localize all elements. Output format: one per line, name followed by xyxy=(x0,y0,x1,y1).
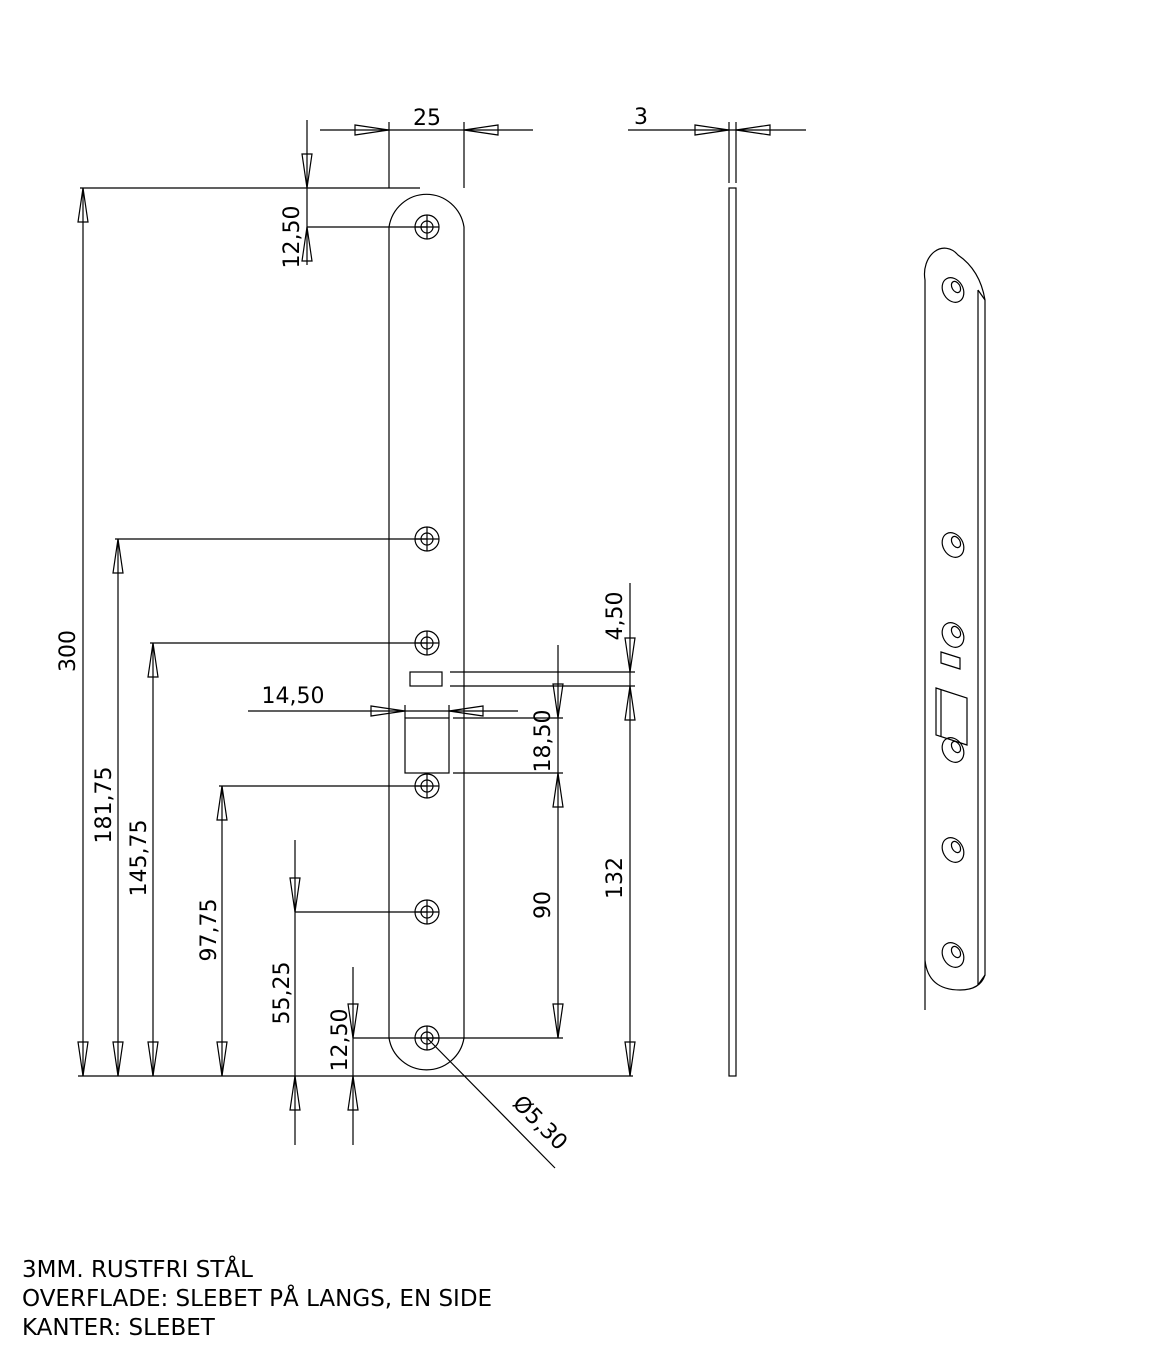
dim-hole-181: 181,75 xyxy=(92,767,117,844)
iso-hole-inner xyxy=(950,740,962,754)
arrowhead xyxy=(77,1041,89,1077)
arrowhead xyxy=(552,772,564,808)
arrowhead xyxy=(77,187,89,223)
arrowhead xyxy=(301,153,313,189)
arrowhead xyxy=(216,1041,228,1077)
note-edges: KANTER: SLEBET xyxy=(22,1315,215,1341)
iso-hole-inner xyxy=(950,625,962,639)
dim-top-offset: 12,50 xyxy=(280,206,305,269)
dim-hole-55: 55,25 xyxy=(270,962,295,1025)
iso-hole xyxy=(941,942,965,968)
dimension-lines xyxy=(78,120,806,1169)
arrowhead xyxy=(552,1003,564,1039)
note-surface: OVERFLADE: SLEBET PÅ LANGS, EN SIDE xyxy=(22,1286,493,1312)
iso-hole xyxy=(941,622,965,648)
dim-slot-to-bottom: 132 xyxy=(603,857,628,899)
iso-hole xyxy=(941,277,965,303)
arrowhead xyxy=(289,1075,301,1111)
arrowhead xyxy=(624,1041,636,1077)
arrowhead xyxy=(112,1041,124,1077)
dim-length: 300 xyxy=(56,630,81,672)
iso-hole-inner xyxy=(950,840,962,854)
dimension-arrows xyxy=(77,124,771,1111)
dim-slot-height: 4,50 xyxy=(603,592,628,641)
arrowhead xyxy=(694,124,730,136)
dim-cutout-height: 18,50 xyxy=(531,710,556,773)
iso-hole xyxy=(941,837,965,863)
iso-hole-inner xyxy=(950,535,962,549)
dimension-line xyxy=(426,1037,556,1169)
iso-hole-inner xyxy=(950,280,962,294)
dim-hole-145: 145,75 xyxy=(127,820,152,897)
latch-cutout xyxy=(404,717,450,774)
arrowhead xyxy=(147,642,159,678)
dim-hole-97: 97,75 xyxy=(197,899,222,962)
arrowhead xyxy=(289,877,301,913)
dim-hole-diameter: Ø5,30 xyxy=(507,1091,572,1156)
dim-width: 25 xyxy=(413,106,441,131)
arrowhead xyxy=(552,683,564,719)
slot-cutout xyxy=(409,671,443,687)
dim-cutout-width: 14,50 xyxy=(262,684,325,709)
arrowhead xyxy=(448,705,484,717)
front-view xyxy=(388,193,465,1071)
iso-hole xyxy=(941,532,965,558)
dim-cutout-to-hole: 90 xyxy=(531,891,556,919)
iso-hole-inner xyxy=(950,945,962,959)
arrowhead xyxy=(112,538,124,574)
arrowhead xyxy=(463,124,499,136)
plate-outline xyxy=(388,193,465,1071)
isometric-view xyxy=(923,247,986,1010)
arrowhead xyxy=(624,685,636,721)
side-view xyxy=(728,187,737,1077)
arrowhead xyxy=(301,226,313,262)
arrowhead xyxy=(347,1003,359,1039)
dim-thickness: 3 xyxy=(634,105,648,130)
arrowhead xyxy=(624,637,636,673)
arrowhead xyxy=(347,1075,359,1111)
arrowhead xyxy=(370,705,406,717)
material-notes: 3MM. RUSTFRI STÅL OVERFLADE: SLEBET PÅ L… xyxy=(22,1256,492,1343)
arrowhead xyxy=(354,124,390,136)
arrowhead xyxy=(216,785,228,821)
arrowhead xyxy=(735,124,771,136)
note-material: 3MM. RUSTFRI STÅL xyxy=(22,1257,253,1283)
arrowhead xyxy=(147,1041,159,1077)
dim-bottom-offset: 12,50 xyxy=(328,1009,353,1072)
